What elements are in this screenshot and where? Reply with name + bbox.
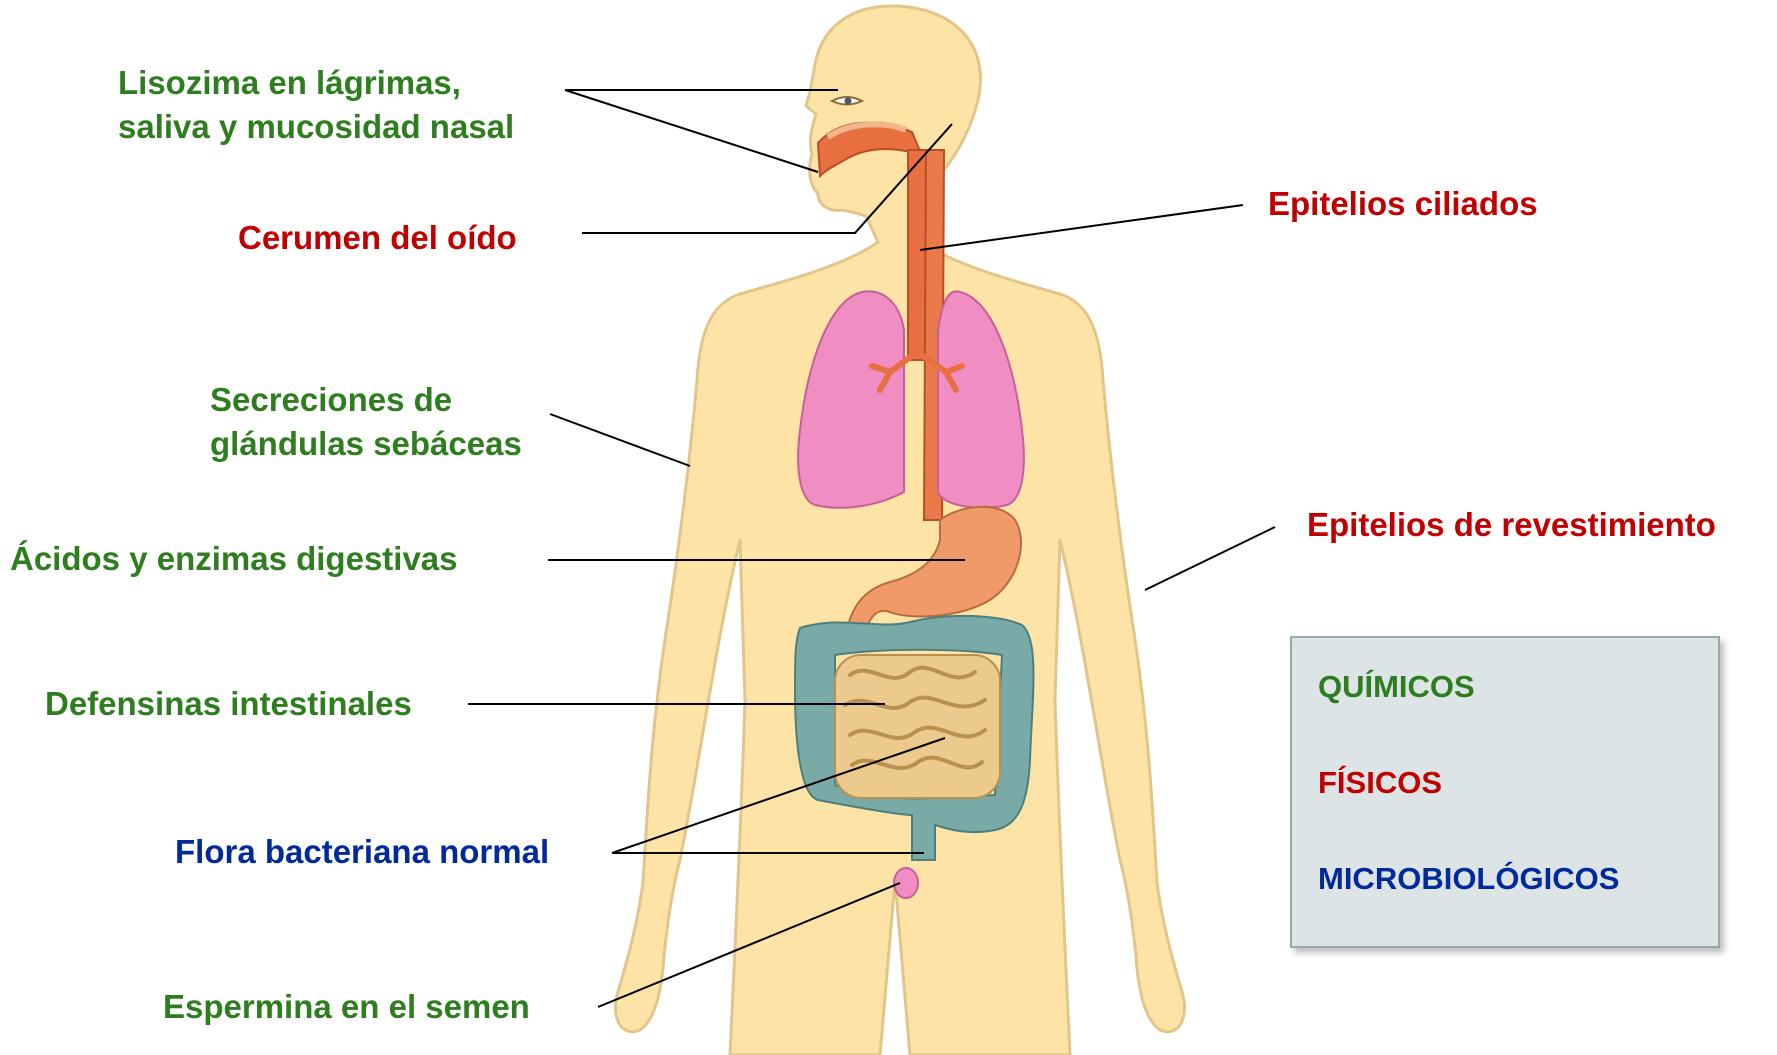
label-epitelios-ciliados: Epitelios ciliados [1268,182,1538,226]
body-silhouette [615,6,1184,1055]
legend-quimicos: QUÍMICOS [1318,667,1475,707]
label-espermina: Espermina en el semen [163,985,530,1029]
leader-line-lisozima-mouth [565,90,818,172]
legend-fisicos: FÍSICOS [1318,763,1442,803]
pupil-icon [845,98,852,105]
label-cerumen: Cerumen del oído [238,216,517,260]
label-defensinas: Defensinas intestinales [45,682,412,726]
trachea [908,150,926,360]
legend-box: QUÍMICOS FÍSICOS MICROBIOLÓGICOS [1290,636,1720,948]
label-acidos: Ácidos y enzimas digestivas [10,537,458,581]
leader-line-epitelios-ciliados [920,205,1243,250]
label-lisozima-line2: saliva y mucosidad nasal [118,105,514,149]
label-flora: Flora bacteriana normal [175,830,549,874]
legend-microbiologicos: MICROBIOLÓGICOS [1318,859,1619,899]
label-epitelios-revestimiento: Epitelios de revestimiento [1307,503,1716,547]
label-lisozima-line1: Lisozima en lágrimas, [118,61,461,105]
leader-line-secreciones [550,414,690,466]
label-secreciones-line2: glándulas sebáceas [210,422,522,466]
small-intestine [835,655,1000,798]
label-secreciones-line1: Secreciones de [210,378,452,422]
leader-line-epitelios-revestimiento [1145,527,1275,590]
